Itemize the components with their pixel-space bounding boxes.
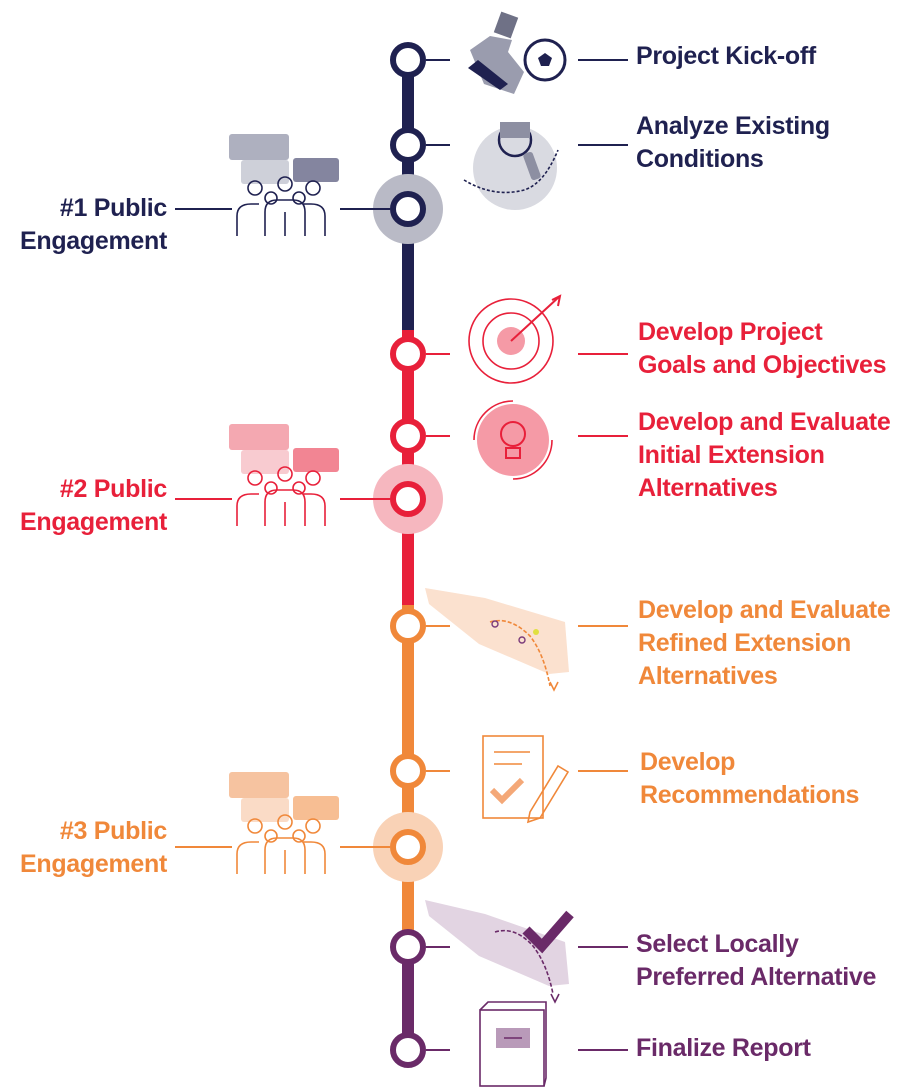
- milestone-node: [390, 929, 426, 965]
- people-speech-bubbles-icon: [229, 134, 339, 236]
- milestone-line: Recommendations: [640, 781, 860, 809]
- engagement-line: Engagement: [19, 850, 167, 878]
- engagement-line: #3 Public: [59, 817, 167, 845]
- milestone-label-analyze: Analyze Existing Conditions: [636, 110, 830, 176]
- milestone-line: Preferred Alternative: [636, 963, 877, 991]
- milestone-label-select: Select Locally Preferred Alternative: [636, 928, 876, 994]
- lightbulb-cycle-icon: [473, 400, 553, 480]
- milestone-node: [390, 608, 426, 644]
- milestone-node: [390, 42, 426, 78]
- engagement-node: [390, 829, 426, 865]
- engagement-node: [390, 191, 426, 227]
- milestone-line: Finalize Report: [636, 1034, 811, 1062]
- milestone-line: Alternatives: [638, 474, 778, 502]
- engagement-line: Engagement: [19, 508, 167, 536]
- milestone-label-refined: Develop and Evaluate Refined Extension A…: [638, 594, 891, 693]
- milestone-line: Analyze Existing: [636, 112, 830, 140]
- milestone-line: Refined Extension: [638, 629, 851, 657]
- engagement-label-2: #2 Public Engagement: [20, 473, 167, 539]
- engagement-label-1: #1 Public Engagement: [20, 192, 167, 258]
- engagement-line: #1 Public: [59, 194, 167, 222]
- milestone-label-initial: Develop and Evaluate Initial Extension A…: [638, 406, 891, 505]
- milestone-node: [390, 336, 426, 372]
- milestone-node: [390, 1032, 426, 1068]
- milestone-line: Develop and Evaluate: [638, 596, 891, 624]
- people-speech-bubbles-icon: [229, 424, 339, 526]
- engagement-node: [390, 481, 426, 517]
- milestone-line: Alternatives: [638, 662, 778, 690]
- milestone-line: Develop: [640, 748, 736, 776]
- magnifier-map-icon: [463, 122, 559, 210]
- route-map-check-icon: [425, 900, 574, 1004]
- engagement-line: #2 Public: [59, 475, 167, 503]
- milestone-node: [390, 418, 426, 454]
- milestone-label-goals: Develop Project Goals and Objectives: [638, 316, 887, 382]
- target-arrow-icon: [468, 294, 562, 384]
- milestone-line: Goals and Objectives: [638, 351, 887, 379]
- engagement-line: Engagement: [19, 227, 167, 255]
- milestone-node: [390, 127, 426, 163]
- milestone-label-finalize: Finalize Report: [636, 1032, 811, 1065]
- milestone-line: Develop and Evaluate: [638, 408, 891, 436]
- milestone-label-recommendations: Develop Recommendations: [640, 746, 859, 812]
- milestone-line: Project Kick-off: [636, 42, 816, 70]
- milestone-line: Select Locally: [636, 930, 799, 958]
- engagement-label-3: #3 Public Engagement: [20, 815, 167, 881]
- people-speech-bubbles-icon: [229, 772, 339, 874]
- milestone-line: Initial Extension: [638, 441, 825, 469]
- milestone-label-kickoff: Project Kick-off: [636, 40, 816, 73]
- route-map-icon: [425, 588, 569, 692]
- milestone-line: Conditions: [636, 145, 764, 173]
- soccer-cleat-ball-icon: [468, 11, 567, 94]
- milestone-node: [390, 753, 426, 789]
- report-book-icon: [479, 1001, 547, 1087]
- checklist-pen-icon: [482, 735, 570, 824]
- milestone-line: Develop Project: [638, 318, 823, 346]
